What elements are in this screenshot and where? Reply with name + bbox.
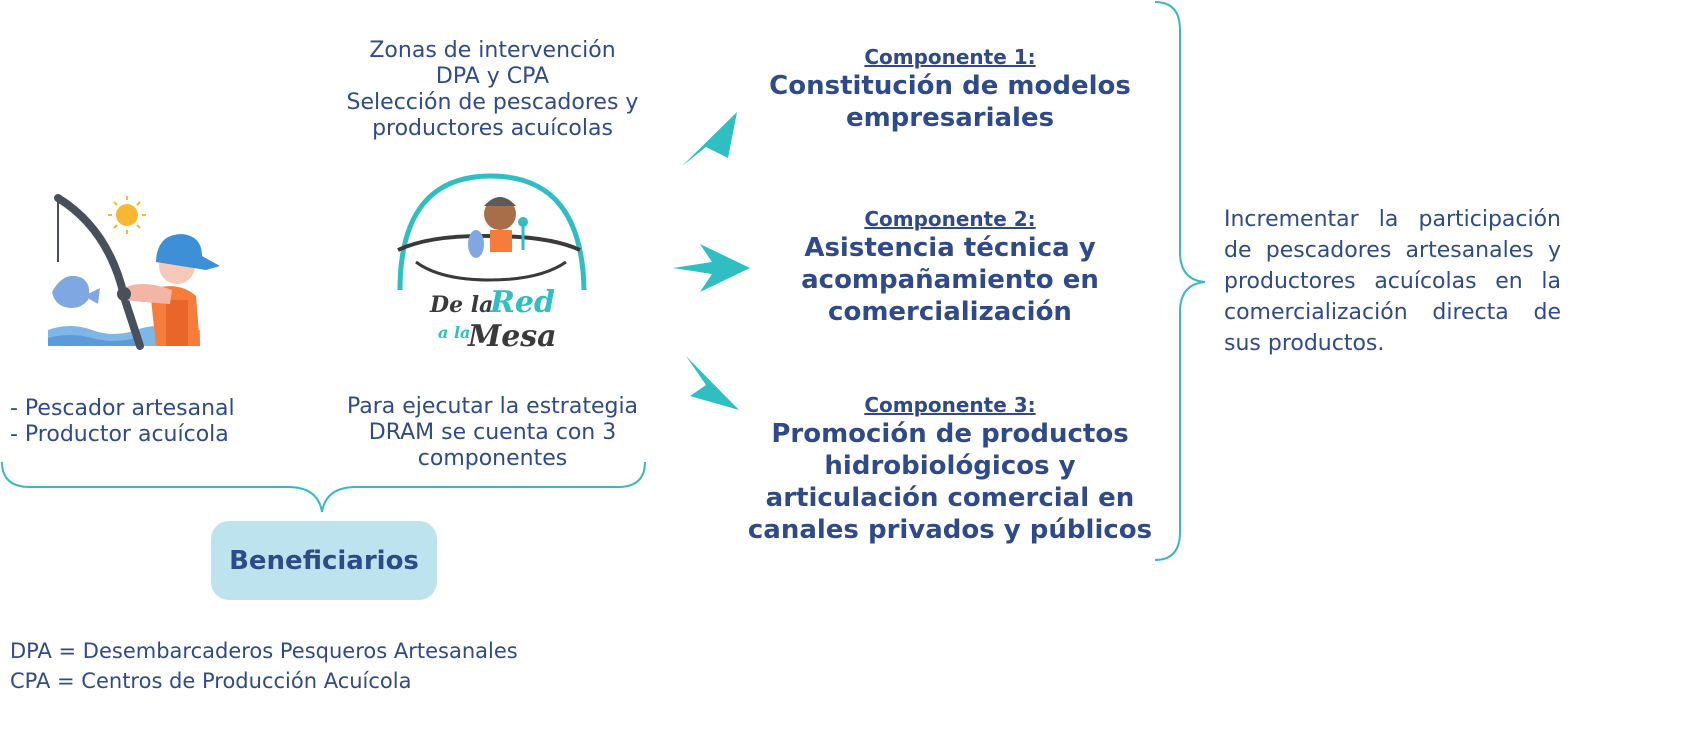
component-title-line: articulación comercial en	[765, 483, 1135, 513]
arrow-down-right-icon	[686, 356, 739, 410]
beneficiaries-label: Beneficiarios	[229, 545, 419, 576]
strategy-note: Para ejecutar la estrategia DRAM se cuen…	[330, 394, 655, 472]
component-2: Componente 2: Asistencia técnica y acomp…	[740, 206, 1160, 328]
intervention-line: Zonas de intervención	[369, 38, 616, 63]
component-title-line: Constitución de modelos	[769, 71, 1131, 101]
component-title-line: Asistencia técnica y	[804, 233, 1096, 263]
fisherman-icon	[48, 194, 220, 350]
component-label: Componente 3:	[864, 393, 1036, 417]
svg-text:a la: a la	[438, 323, 470, 342]
arrow-right-icon	[673, 244, 750, 292]
svg-text:Mesa: Mesa	[467, 319, 557, 354]
component-label: Componente 2:	[864, 207, 1036, 231]
component-1: Componente 1: Constitución de modelos em…	[740, 44, 1160, 134]
component-title-line: empresariales	[845, 103, 1055, 133]
intervention-line: DPA y CPA	[435, 64, 550, 89]
beneficiary-type: - Pescador artesanal	[10, 396, 235, 421]
intervention-line: productores acuícolas	[372, 116, 613, 141]
component-title-line: comercialización	[828, 297, 1072, 327]
beneficiaries-box: Beneficiarios	[211, 521, 437, 600]
svg-text:Red: Red	[489, 285, 555, 320]
component-title-line: hidrobiológicos y	[824, 451, 1076, 481]
component-title-line: acompañamiento en	[801, 265, 1099, 295]
strategy-line: componentes	[417, 446, 568, 471]
right-brace	[1154, 1, 1206, 561]
component-label: Componente 1:	[864, 45, 1036, 69]
strategy-line: Para ejecutar la estrategia	[346, 394, 639, 419]
beneficiary-types: - Pescador artesanal - Productor acuícol…	[10, 396, 270, 448]
arrow-up-right-icon	[682, 112, 737, 166]
strategy-line: DRAM se cuenta con 3	[368, 420, 617, 445]
intervention-zones-text: Zonas de intervención DPA y CPA Selecció…	[340, 38, 645, 142]
svg-text:De la: De la	[429, 292, 493, 318]
abbreviation-legend: DPA = Desembarcaderos Pesqueros Artesana…	[10, 636, 710, 696]
beneficiary-type: - Productor acuícola	[10, 422, 229, 447]
logo-de-la-red-a-la-mesa: De la Red a la Mesa	[397, 173, 587, 354]
objective-text: Incrementar la participación de pescador…	[1224, 207, 1561, 356]
component-title-line: Promoción de productos	[771, 419, 1129, 449]
component-3: Componente 3: Promoción de productos hid…	[740, 392, 1160, 546]
bottom-brace	[1, 461, 646, 513]
legend-line: CPA = Centros de Producción Acuícola	[10, 669, 412, 693]
legend-line: DPA = Desembarcaderos Pesqueros Artesana…	[10, 639, 518, 663]
intervention-line: Selección de pescadores y	[346, 90, 639, 115]
component-title-line: canales privados y públicos	[747, 515, 1153, 545]
